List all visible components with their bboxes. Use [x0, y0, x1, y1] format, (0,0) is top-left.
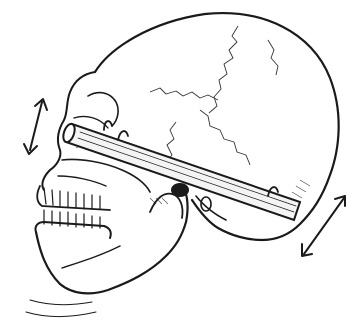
bar-pin-middle: [118, 131, 128, 140]
cranial-sutures: [150, 26, 278, 165]
lower-teeth: [44, 210, 100, 228]
cylindrical-bar: [61, 122, 300, 220]
motion-arrow-front: [24, 99, 47, 154]
motion-arrow-rear: [302, 196, 345, 256]
mandible: [26, 194, 188, 317]
